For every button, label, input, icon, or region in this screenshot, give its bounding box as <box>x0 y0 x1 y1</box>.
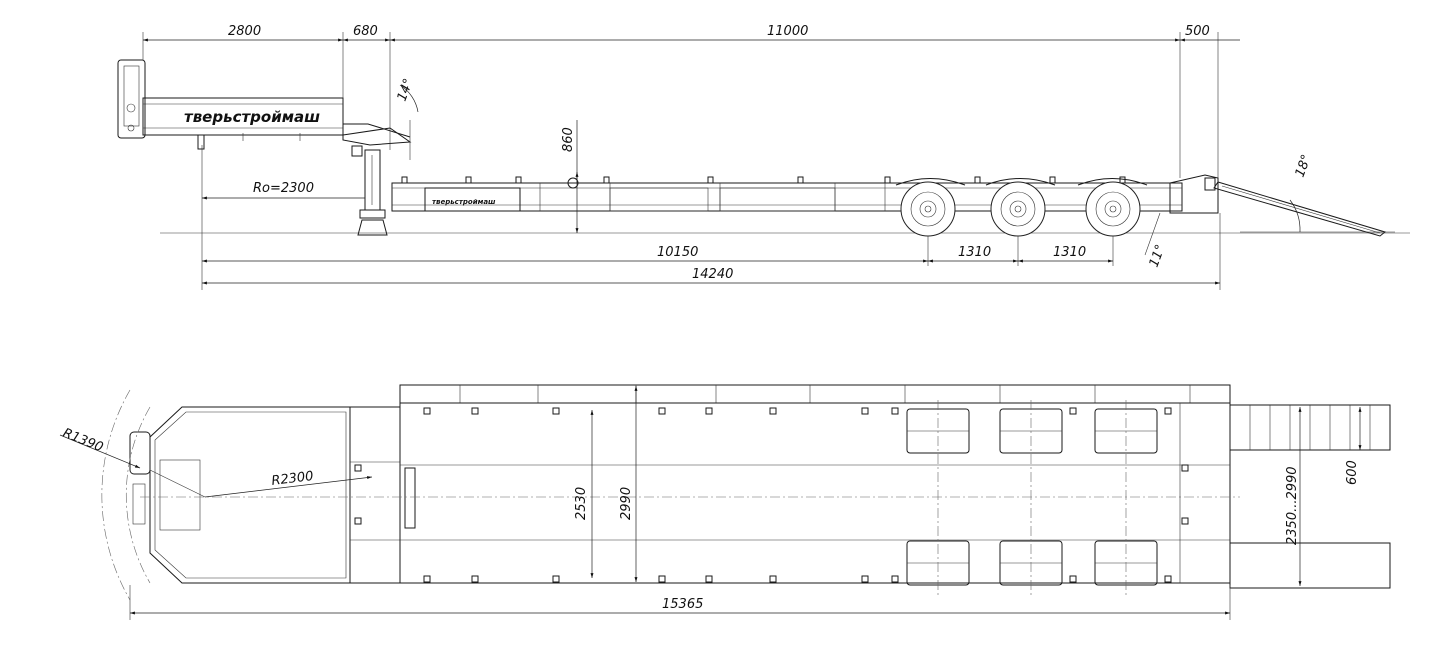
dim-680: 680 <box>353 24 378 39</box>
ramps-top <box>1229 404 1391 589</box>
dim-2990: 2990 <box>619 487 634 520</box>
kingpin <box>197 134 205 150</box>
gooseneck-top <box>149 406 351 584</box>
landing-gear <box>364 149 381 211</box>
lashing-points <box>354 407 1189 583</box>
deck-edge-top <box>399 384 1231 404</box>
angle-11: 11° <box>1147 243 1169 270</box>
gooseneck <box>117 59 412 236</box>
dim-2800: 2800 <box>228 24 261 39</box>
deck-body <box>399 402 1231 584</box>
dim-2350-2990: 2350...2990 <box>1285 466 1300 545</box>
brand-plate <box>424 187 521 212</box>
brand-plate-text: тверьстроймаш <box>432 198 496 206</box>
dim-600: 600 <box>1345 460 1360 485</box>
top-view: R1390 R2300 2530 2990 2350...2990 600 15… <box>59 384 1391 620</box>
dim-2530: 2530 <box>574 487 589 520</box>
wheel-groups <box>906 400 1158 595</box>
wheel-2 <box>990 181 1046 237</box>
angle-18: 18° <box>1293 153 1315 180</box>
side-view: тверьстроймаш <box>117 24 1410 290</box>
landing-gear-foot <box>357 219 388 236</box>
dim-r2300: R2300 <box>271 469 315 489</box>
dim-11000: 11000 <box>767 24 808 39</box>
dim-500: 500 <box>1185 24 1210 39</box>
dim-860: 860 <box>561 127 576 152</box>
front-toolbox-top <box>129 431 151 475</box>
dim-15365: 15365 <box>662 597 703 612</box>
dim-14240: 14240 <box>692 267 733 282</box>
loading-ramp <box>1213 181 1387 237</box>
dim-radius-ro: Ro=2300 <box>253 181 314 196</box>
main-deck: тверьстроймаш <box>391 174 1219 214</box>
dim-r1390: R1390 <box>61 426 106 456</box>
angle-14: 14° <box>395 77 417 104</box>
wheel-1 <box>900 181 956 237</box>
front-toolbox <box>117 59 146 139</box>
wheel-3 <box>1085 181 1141 237</box>
dim-10150: 10150 <box>657 245 698 260</box>
brand-logo: тверьстроймаш <box>184 108 320 126</box>
rear-section <box>1169 174 1219 214</box>
dim-1310-b: 1310 <box>1053 245 1086 260</box>
deck-frame <box>391 182 1183 212</box>
wheels <box>900 181 1141 237</box>
kingpin-plate <box>404 467 416 529</box>
dim-1310-a: 1310 <box>958 245 991 260</box>
